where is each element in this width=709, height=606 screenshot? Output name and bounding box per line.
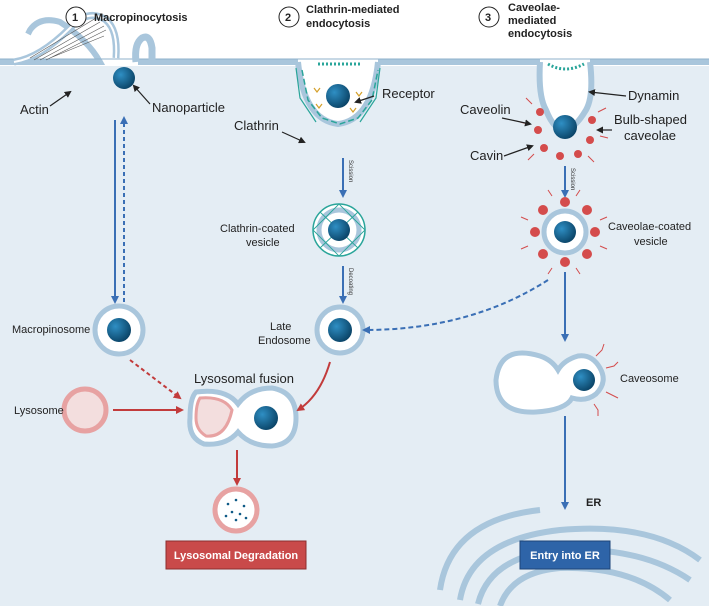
receptor-pointer xyxy=(354,95,375,104)
er-entry-box xyxy=(519,540,611,570)
endosome-to-fusion-arrow xyxy=(296,361,331,412)
caveolae-vesicle-label-line2: vesicle xyxy=(634,236,668,248)
actin-pointer xyxy=(49,90,72,107)
clathrin-coated-vesicle xyxy=(312,203,366,257)
late-endosome-label-line1: Late xyxy=(270,321,291,333)
caveolae-pit xyxy=(519,61,609,163)
pathway-2-title-line1: Clathrin-mediated xyxy=(306,4,400,16)
clathrin-label: Clathrin xyxy=(234,118,279,133)
dynamin-pointer xyxy=(588,89,627,97)
dynamin-label: Dynamin xyxy=(628,88,679,103)
caveosome-label: Caveosome xyxy=(620,373,679,385)
er-entry-box-label: Entry into ER xyxy=(530,550,600,562)
degradation-box xyxy=(165,540,307,570)
pathway-1-title: Macropinocytosis xyxy=(94,12,188,24)
nanoparticle-label: Nanoparticle xyxy=(152,100,225,115)
pathway-2-number: 2 xyxy=(285,12,291,24)
late-endosome xyxy=(314,304,366,356)
degradation-box-label: Lysosomal Degradation xyxy=(174,550,299,562)
pathway-1-number-circle xyxy=(65,6,87,28)
er-label: ER xyxy=(586,497,601,509)
late-endosome-label-line2: Endosome xyxy=(258,335,311,347)
lysosome-label: Lysosome xyxy=(14,405,64,417)
pathway-3-title-line2: mediated xyxy=(508,15,556,27)
pathway-3-number-circle xyxy=(478,6,500,28)
receptor-label: Receptor xyxy=(382,86,435,101)
lysosomal-fusion xyxy=(187,385,299,449)
bulb-shaped-label-line2: caveolae xyxy=(624,128,676,143)
cavin-label: Cavin xyxy=(470,148,503,163)
macropinosome-label: Macropinosome xyxy=(12,324,90,336)
caveosome xyxy=(493,343,619,416)
actin-label: Actin xyxy=(20,102,49,117)
bulb-shaped-label-line1: Bulb-shaped xyxy=(614,112,687,127)
actin-filaments xyxy=(29,17,107,61)
pathway-3-title-line3: endocytosis xyxy=(508,28,572,40)
clathrin-pointer xyxy=(281,131,306,144)
pathway-2-number-circle xyxy=(278,6,300,28)
caveolae-vesicle-label-line1: Caveolae-coated xyxy=(608,221,691,233)
decoating-label: Decoating xyxy=(347,268,353,295)
caveolin-label: Caveolin xyxy=(460,102,511,117)
nanoparticle-pointer xyxy=(132,84,151,105)
pathway-3-title-line1: Caveolae- xyxy=(508,2,560,14)
degradation-lysosome xyxy=(212,486,260,534)
caveolin-pointer xyxy=(501,117,532,127)
lysosomal-fusion-label: Lysosomal fusion xyxy=(194,371,294,386)
cavin-pointer xyxy=(503,144,534,157)
clathrin-vesicle-label-line1: Clathrin-coated xyxy=(220,223,295,235)
clathrin-vesicle-label-line2: vesicle xyxy=(246,237,280,249)
nanoparticle-1 xyxy=(113,67,135,89)
lysosome xyxy=(61,386,109,434)
macropinosome xyxy=(92,303,146,357)
caveolae-to-endosome-arrow xyxy=(362,279,549,334)
pathway-1-number: 1 xyxy=(72,12,78,24)
caveolae-coated-vesicle xyxy=(520,189,608,275)
scission-label-2: Scission xyxy=(569,168,575,190)
macropinosome-to-fusion-arrow xyxy=(129,359,182,400)
plasma-membrane xyxy=(0,17,709,65)
pathway-3-number: 3 xyxy=(485,12,491,24)
pathway-2-title-line2: endocytosis xyxy=(306,18,370,30)
scission-label-1: Scission xyxy=(347,160,353,182)
clathrin-pit xyxy=(295,61,381,128)
